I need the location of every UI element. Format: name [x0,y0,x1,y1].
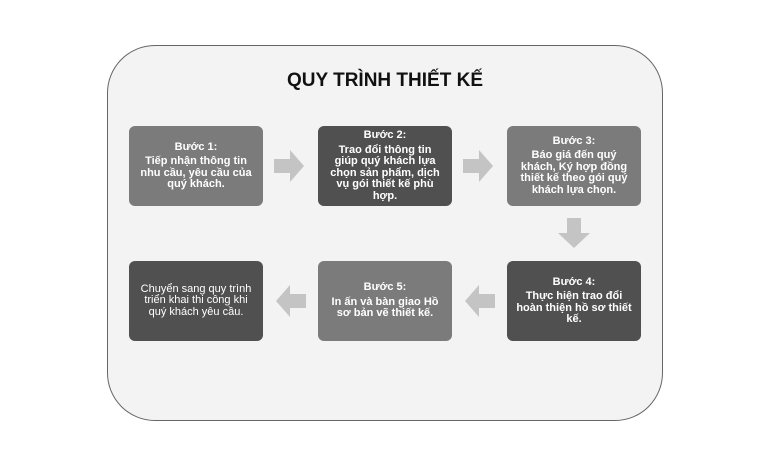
step-text: Tiếp nhận thông tin nhu cầu, yêu cầu của… [140,155,252,190]
step-heading: Bước 2: [363,129,407,141]
step-text: Báo giá đến quý khách, Ký hợp đồng thiết… [520,149,628,196]
arrow-right-icon [274,150,304,182]
step-4-box: Bước 4: Thực hiện trao đổi hoàn thiện hồ… [507,261,641,341]
step-text: Trao đổi thông tin giúp quý khách lựa ch… [330,143,440,202]
arrow-right-icon [463,150,493,182]
step-heading: Bước 4: [552,275,596,288]
arrow-down-icon [558,218,590,248]
step-heading: Bước 3: [552,134,596,147]
arrow-left-icon [276,285,306,317]
step-text: Chuyển sang quy trình triển khai thi côn… [140,282,252,318]
diagram-title: QUY TRÌNH THIẾT KẾ [287,70,483,91]
step-3-box: Bước 3: Báo giá đến quý khách, Ký hợp đồ… [507,126,641,206]
step-heading: Bước 1: [174,140,218,153]
step-heading: Bước 5: [363,281,407,294]
step-text: In ấn và bàn giao Hồ sơ bản vẽ thiết kế. [331,295,439,320]
step-1-box: Bước 1: Tiếp nhận thông tin nhu cầu, yêu… [129,126,263,206]
final-step-box: Chuyển sang quy trình triển khai thi côn… [129,261,263,341]
arrow-left-icon [465,285,495,317]
step-5-box: Bước 5: In ấn và bàn giao Hồ sơ bản vẽ t… [318,261,452,341]
step-2-box: Bước 2: Trao đổi thông tin giúp quý khác… [318,126,452,206]
step-text: Thực hiện trao đổi hoàn thiện hồ sơ thiế… [516,290,632,325]
